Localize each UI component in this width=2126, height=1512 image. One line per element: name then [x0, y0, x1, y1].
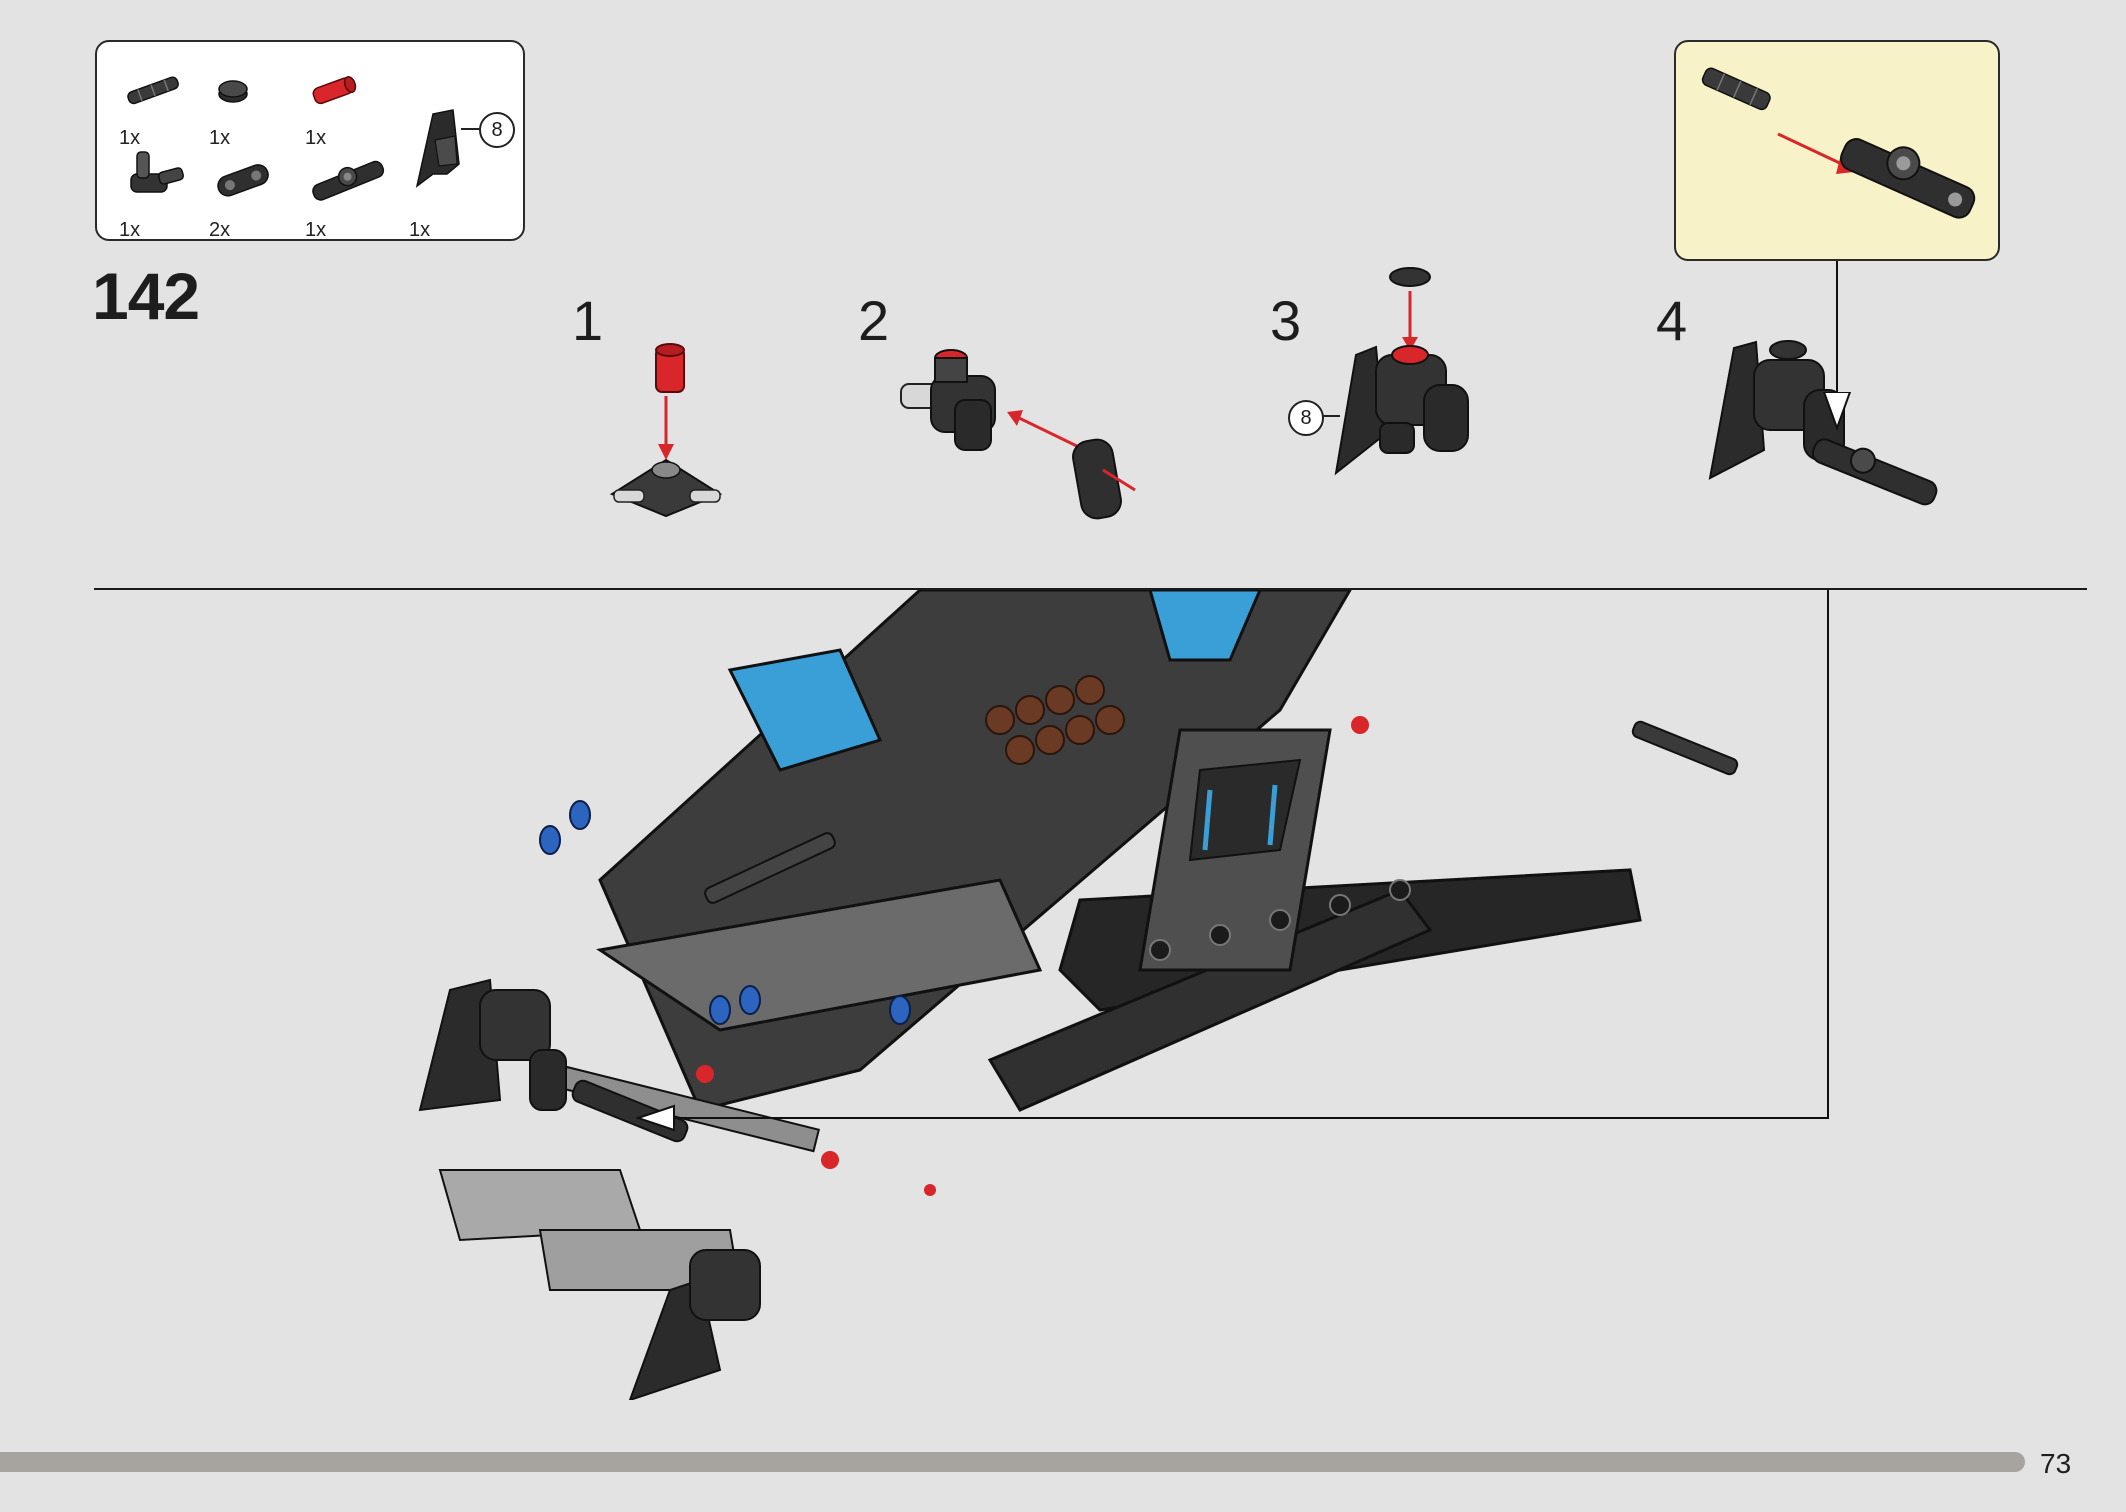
- round-tile-icon: [218, 80, 248, 103]
- sub-step-1-illustration: [609, 343, 723, 518]
- panel-size-callout: 8: [1288, 400, 1324, 436]
- panel-size-callout: 8: [479, 112, 515, 148]
- panel-part: 1x 8: [409, 104, 519, 242]
- callout-illustration: [1701, 67, 1976, 219]
- red-pin-icon: [312, 76, 357, 105]
- parts-list-box: 1x 1x 1x 1x: [95, 40, 525, 241]
- step-number: 142: [92, 259, 200, 333]
- pin-connector-part: 1x: [119, 150, 229, 242]
- sub-step-2-illustration: [900, 349, 1136, 520]
- double-beam-icon: [217, 164, 269, 197]
- part-quantity: 1x: [209, 127, 231, 149]
- insert-arrow-icon: [1822, 392, 1852, 431]
- part-quantity: 1x: [119, 127, 141, 149]
- axle-connector-icon: [127, 76, 179, 105]
- sub-step-4-illustration: [1708, 340, 1938, 506]
- axle-connector-part: 1x: [119, 70, 229, 150]
- axle-joiner-part: 1x: [305, 150, 415, 242]
- sub-step-label-4: 4: [1656, 289, 1688, 352]
- callout-connector-line: [1836, 261, 1838, 401]
- assembly-pointer-line-horizontal: [660, 1117, 1829, 1119]
- sub-step-label-2: 2: [858, 289, 890, 352]
- part-quantity: 1x: [409, 219, 431, 241]
- round-tile-part: 1x: [209, 70, 319, 150]
- red-pin-part: 1x: [305, 70, 415, 150]
- sub-step-label-1: 1: [572, 289, 604, 352]
- assembly-pointer-arrow-icon: [636, 1104, 675, 1132]
- sub-step-3-illustration: [1334, 267, 1469, 476]
- section-divider: [94, 588, 2087, 590]
- main-assembly-illustration: [418, 590, 1739, 1400]
- part-quantity: 1x: [119, 219, 141, 241]
- pin-connector-icon: [130, 151, 184, 193]
- part-quantity: 1x: [305, 127, 327, 149]
- axle-joiner-icon: [312, 160, 385, 201]
- part-quantity: 2x: [209, 219, 231, 241]
- assembly-pointer-line-vertical: [1827, 590, 1829, 1119]
- part-quantity: 1x: [305, 219, 327, 241]
- page-progress-bar: [0, 1452, 2025, 1472]
- page-number: 73: [2040, 1448, 2072, 1479]
- sub-assembly-callout-box: [1674, 40, 2000, 261]
- sub-step-label-3: 3: [1270, 289, 1302, 352]
- callout-leader: [461, 128, 479, 130]
- double-beam-part: 2x: [209, 150, 319, 242]
- callout-leader: [1320, 415, 1340, 417]
- panel-icon: [415, 109, 460, 188]
